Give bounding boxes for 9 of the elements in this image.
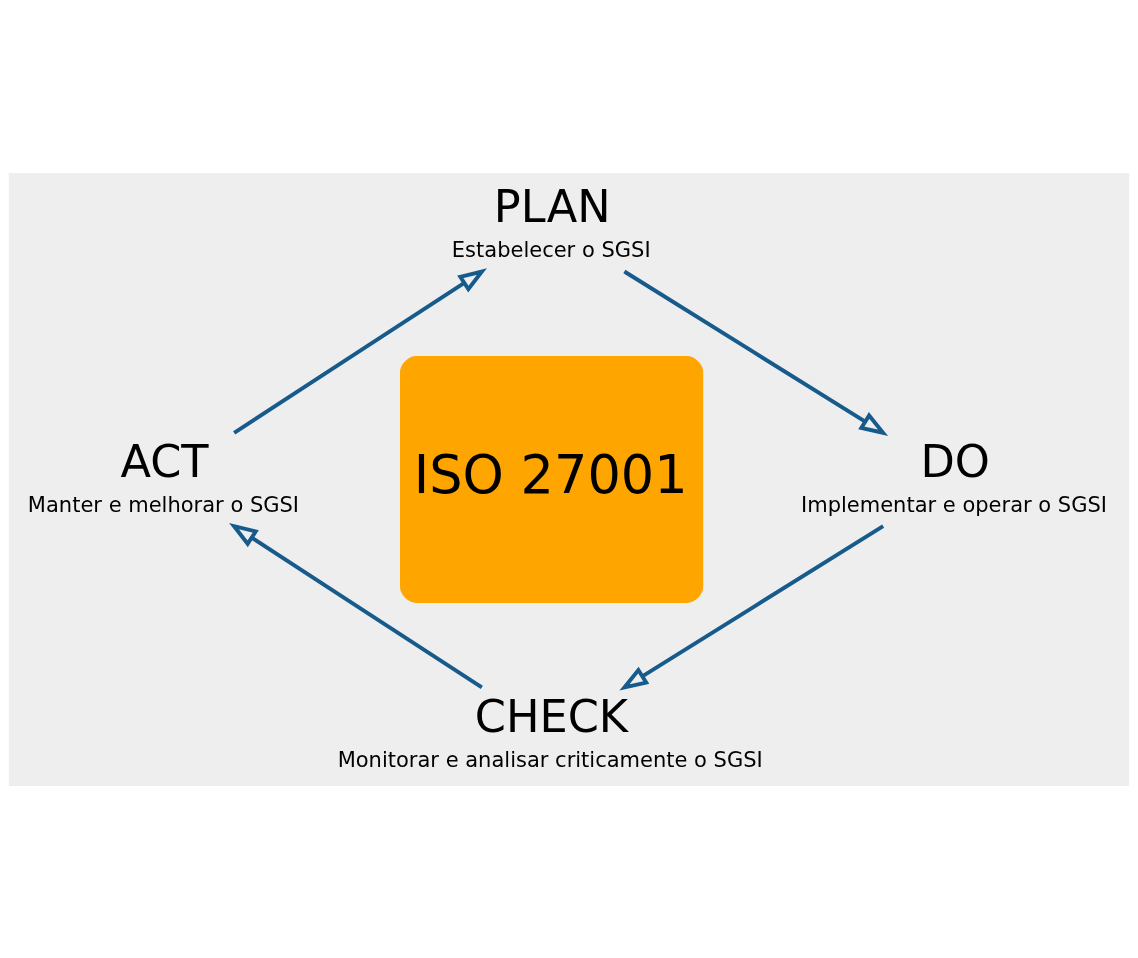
arrow — [623, 269, 889, 436]
arrow — [233, 267, 487, 434]
node-box: ISO 27001 — [400, 355, 704, 603]
arrow — [619, 524, 885, 691]
node-text: CHECK Monitorar e analisar criticamente o SGSI — [337, 690, 763, 772]
node-text: ACT Manter e melhorar o SGSI — [27, 435, 300, 517]
node-text: PLAN Estabelecer o SGSI — [451, 180, 651, 262]
arrow — [229, 522, 483, 689]
node-text: DO Implementar e operar o SGSI — [801, 435, 1108, 517]
